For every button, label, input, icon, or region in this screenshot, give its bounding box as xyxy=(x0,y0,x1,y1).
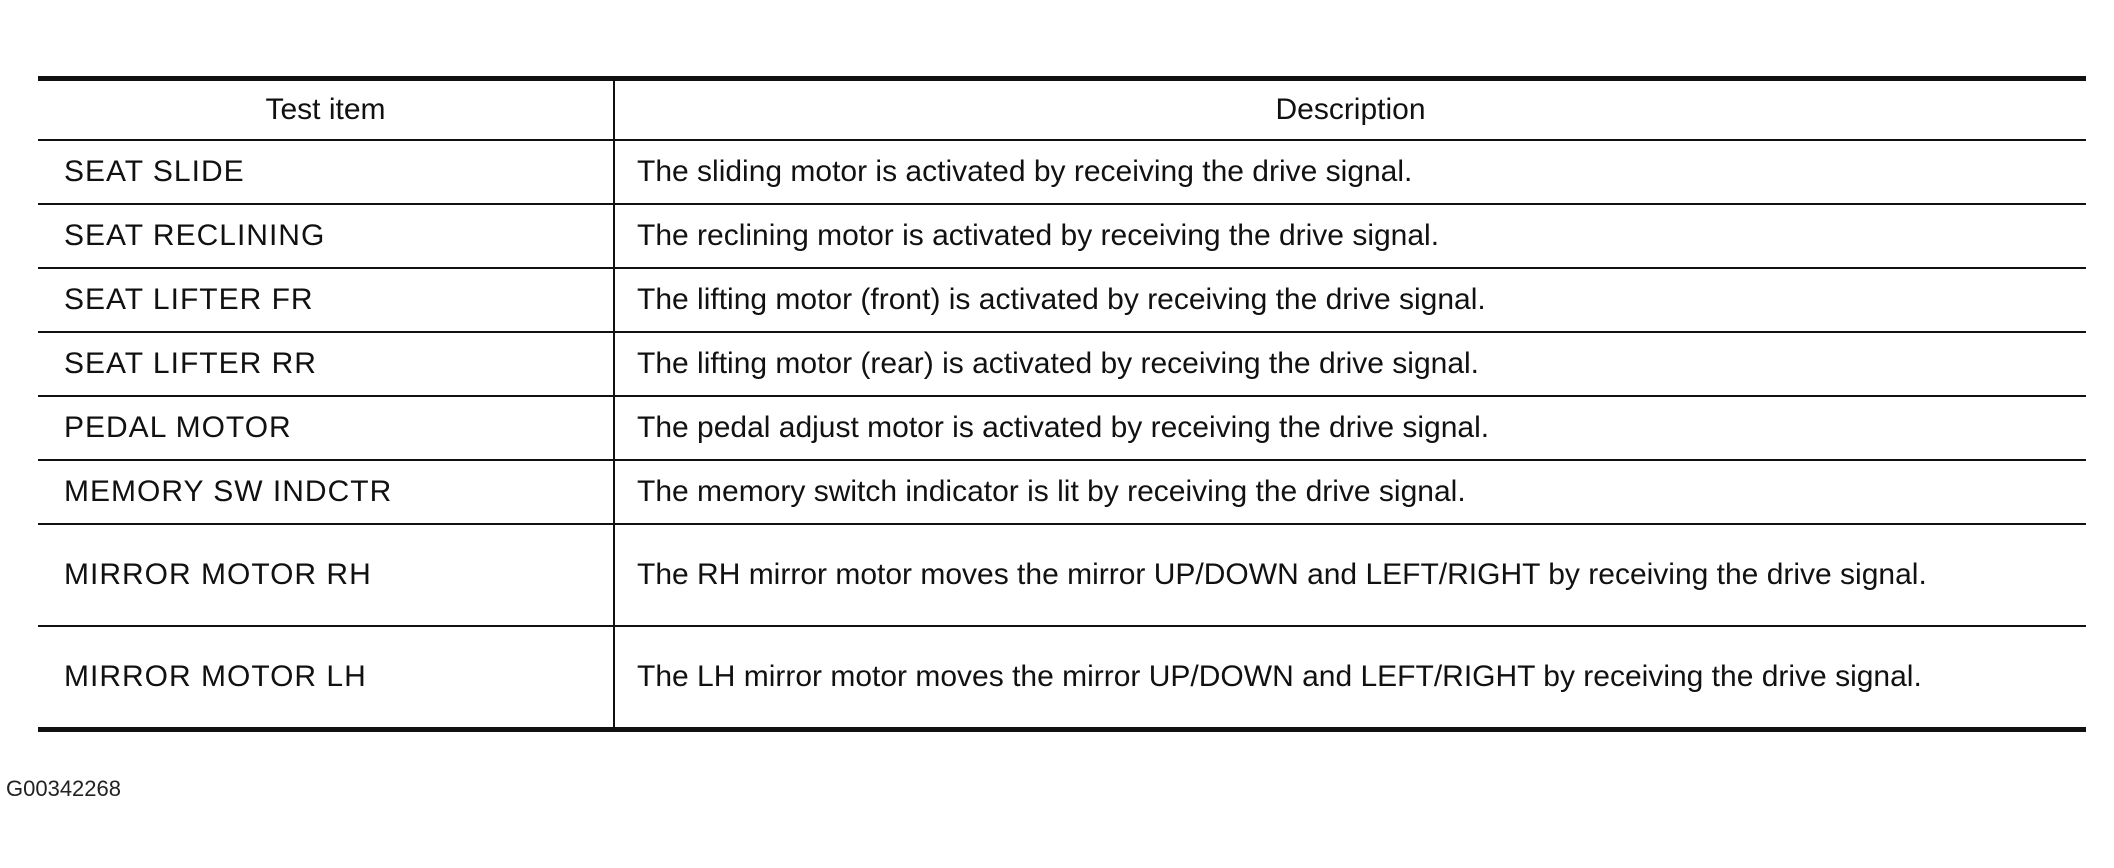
header-test-item: Test item xyxy=(38,78,615,140)
test-item-cell: MEMORY SW INDCTR xyxy=(38,460,615,524)
test-item-cell: SEAT LIFTER FR xyxy=(38,268,615,332)
table-row: SEAT SLIDE The sliding motor is activate… xyxy=(38,140,2086,204)
test-item-cell: MIRROR MOTOR LH xyxy=(38,626,615,730)
table-row: SEAT RECLINING The reclining motor is ac… xyxy=(38,204,2086,268)
test-item-cell: SEAT SLIDE xyxy=(38,140,615,204)
table-row: SEAT LIFTER RR The lifting motor (rear) … xyxy=(38,332,2086,396)
table-row: PEDAL MOTOR The pedal adjust motor is ac… xyxy=(38,396,2086,460)
table-row: MIRROR MOTOR LH The LH mirror motor move… xyxy=(38,626,2086,730)
test-item-cell: MIRROR MOTOR RH xyxy=(38,524,615,626)
table-row: SEAT LIFTER FR The lifting motor (front)… xyxy=(38,268,2086,332)
test-item-cell: SEAT RECLINING xyxy=(38,204,615,268)
test-item-cell: PEDAL MOTOR xyxy=(38,396,615,460)
description-cell: The memory switch indicator is lit by re… xyxy=(637,475,1466,508)
test-item-table: Test item Description SEAT SLIDE The sli… xyxy=(38,76,2086,732)
test-item-cell: SEAT LIFTER RR xyxy=(38,332,615,396)
figure-id: G00342268 xyxy=(6,776,121,801)
description-cell: The RH mirror motor moves the mirror UP/… xyxy=(637,558,1927,591)
table-row: MEMORY SW INDCTR The memory switch indic… xyxy=(38,460,2086,524)
description-cell: The lifting motor (front) is activated b… xyxy=(637,283,1486,316)
table-row: MIRROR MOTOR RH The RH mirror motor move… xyxy=(38,524,2086,626)
table-header-row: Test item Description xyxy=(38,78,2086,140)
description-cell: The pedal adjust motor is activated by r… xyxy=(637,411,1490,444)
description-cell: The reclining motor is activated by rece… xyxy=(637,219,1440,252)
header-description: Description xyxy=(1275,93,1426,126)
description-cell: The lifting motor (rear) is activated by… xyxy=(637,347,1480,380)
description-cell: The LH mirror motor moves the mirror UP/… xyxy=(637,660,1922,693)
description-cell: The sliding motor is activated by receiv… xyxy=(637,155,1413,188)
